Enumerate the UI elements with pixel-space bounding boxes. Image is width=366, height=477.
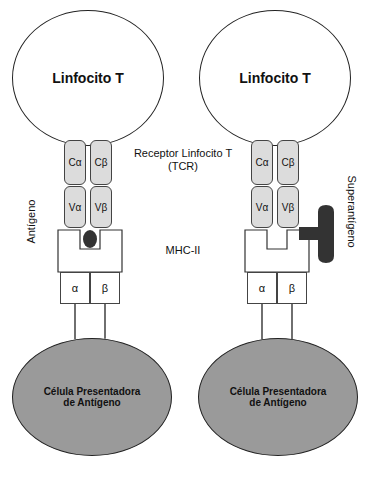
stalk-line — [75, 304, 76, 339]
node-text: Cβ — [95, 157, 108, 168]
node-text: Cβ — [282, 157, 295, 168]
stalk-line — [292, 304, 293, 339]
mhc-label: MHC-II — [166, 244, 201, 257]
mhc-groove — [58, 230, 122, 272]
mhc-chain-box: α — [60, 272, 90, 304]
mhc-chain-box: α — [247, 272, 277, 304]
stalk-line — [105, 304, 106, 339]
node-text: Vβ — [95, 202, 107, 213]
mhc-chain-box: β — [277, 272, 307, 304]
node-text: Cα — [255, 157, 268, 168]
antigen-shape — [83, 230, 97, 248]
superantigen-shape — [299, 205, 334, 263]
tcr-chain-box: Cβ — [277, 140, 299, 185]
node-text: Célula Presentadora de Antígeno — [37, 386, 147, 409]
node-text: Vα — [256, 202, 268, 213]
node-text: Linfocito T — [52, 70, 124, 86]
node-text: Cα — [68, 157, 81, 168]
tcr-chain-box: Cβ — [90, 140, 112, 185]
tcr-chain-box: Cα — [64, 140, 86, 185]
tcr-chain-box: Vα — [64, 186, 86, 228]
node-text: α — [72, 282, 78, 294]
tcr-chain-box: Vα — [251, 186, 273, 228]
superantigen-label: Superantígeno — [344, 176, 357, 248]
node-text: Célula Presentadora de Antígeno — [223, 386, 333, 409]
node-text: β — [102, 282, 108, 294]
node-text: Vβ — [282, 202, 294, 213]
node-text: β — [289, 282, 295, 294]
receptor-label: Receptor Linfocito T (TCR) — [124, 147, 242, 173]
antigen-label: Antígeno — [25, 200, 38, 244]
stalk-line — [262, 304, 263, 339]
t-cell-circle: Linfocito T — [199, 10, 351, 146]
node-text: Linfocito T — [239, 70, 311, 86]
mhc-chain-box: β — [90, 272, 120, 304]
node-text: α — [259, 282, 265, 294]
tcr-chain-box: Vβ — [277, 186, 299, 228]
apc-circle: Célula Presentadora de Antígeno — [198, 338, 358, 456]
apc-circle: Célula Presentadora de Antígeno — [12, 338, 172, 456]
node-text: Vα — [69, 202, 81, 213]
t-cell-circle: Linfocito T — [12, 10, 164, 146]
tcr-chain-box: Cα — [251, 140, 273, 185]
tcr-chain-box: Vβ — [90, 186, 112, 228]
